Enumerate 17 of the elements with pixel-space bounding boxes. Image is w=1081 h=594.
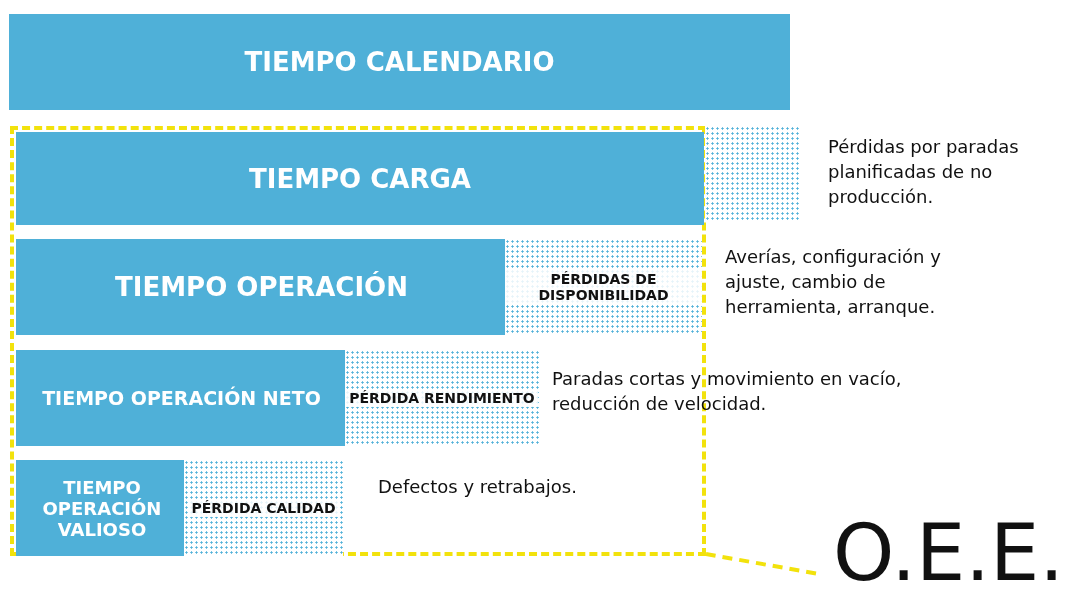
dashed-connector xyxy=(705,552,817,576)
time-bar: TIEMPO OPERACIÓN NETO xyxy=(16,350,347,446)
time-bar: TIEMPO CALENDARIO xyxy=(9,14,790,110)
description-text: Paradas cortas y movimiento en vacío, reducción de velocidad. xyxy=(552,367,903,417)
oee-heading: O.E.E. xyxy=(816,512,1081,594)
time-bar: TIEMPO CARGA xyxy=(16,132,704,225)
dotted-loss-block xyxy=(705,126,800,221)
time-bar: TIEMPO OPERACIÓN xyxy=(16,239,507,335)
loss-label: PÉRDIDA RENDIMIENTO xyxy=(346,389,538,407)
description-text: Pérdidas por paradas planificadas de no producción. xyxy=(828,135,1020,210)
dotted-loss-block xyxy=(184,460,343,556)
description-text: Defectos y retrabajos. xyxy=(378,475,578,499)
dotted-loss-block xyxy=(505,239,702,335)
dotted-loss-block xyxy=(345,350,539,446)
loss-label: PÉRDIDA CALIDAD xyxy=(188,499,339,517)
description-text: Averías, configuración y ajuste, cambio de herramienta, arranque. xyxy=(725,245,942,320)
loss-label: PÉRDIDAS DE DISPONIBILIDAD xyxy=(505,270,702,304)
